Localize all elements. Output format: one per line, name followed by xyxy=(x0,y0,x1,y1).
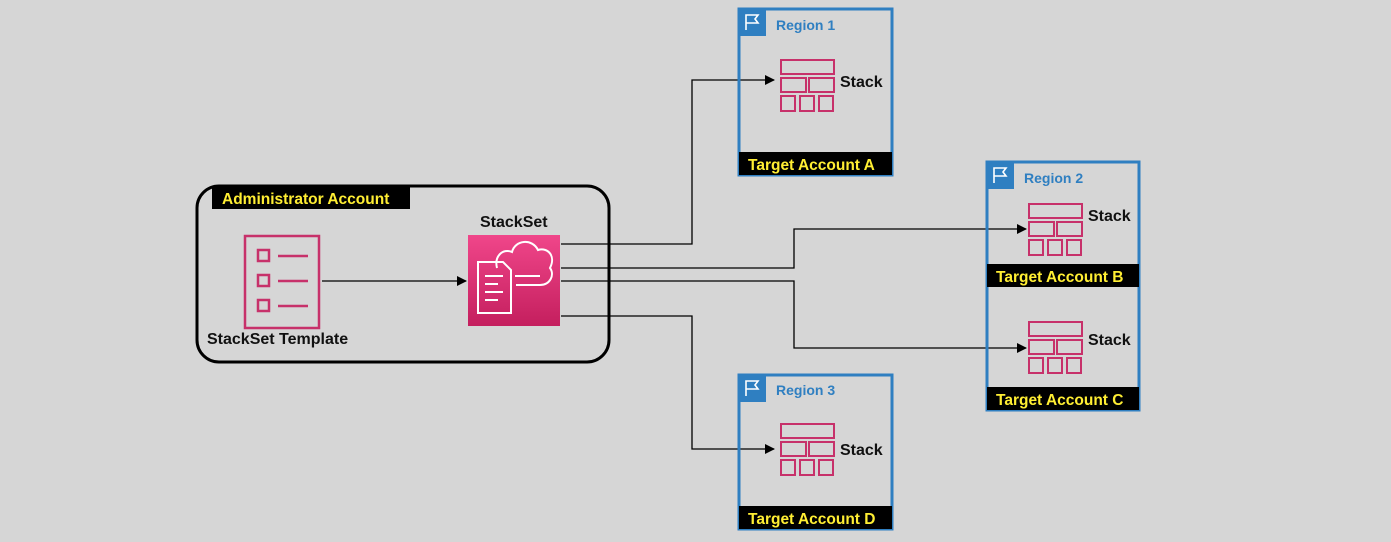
connectors xyxy=(322,75,1027,454)
administrator-account-label: Administrator Account xyxy=(222,191,389,208)
administrator-account-border xyxy=(195,184,611,364)
arrow-to-account-c xyxy=(561,280,1027,353)
arrow-to-account-a xyxy=(561,75,775,245)
target-account-a-label: Target Account A xyxy=(748,157,875,174)
region-2-label: Region 2 xyxy=(1024,170,1083,186)
target-account-c-band xyxy=(987,387,1139,410)
stackset-label: StackSet xyxy=(480,214,548,231)
target-account-d-label: Target Account D xyxy=(748,511,875,528)
region-flag-icon xyxy=(739,9,766,36)
stack-label: Stack xyxy=(1088,208,1131,225)
region-3-label: Region 3 xyxy=(776,382,835,398)
region-2-group: Region 2 Stack Target Account B Stack Ta… xyxy=(985,160,1141,412)
stackset-template-icon xyxy=(243,234,321,330)
target-account-b-band xyxy=(987,264,1139,287)
stack-icon xyxy=(780,59,835,112)
stackset-icon xyxy=(468,235,560,326)
stack-label: Stack xyxy=(1088,332,1131,349)
region-1-label: Region 1 xyxy=(776,17,835,33)
administrator-account-group: Administrator Account StackSet Template … xyxy=(195,184,611,364)
target-account-a-band xyxy=(739,152,892,175)
region-1-group: Region 1 Stack Target Account A xyxy=(737,7,894,177)
administrator-account-label-band xyxy=(212,187,410,209)
target-account-b-label: Target Account B xyxy=(996,269,1123,286)
region-3-group: Region 3 Stack Target Account D xyxy=(737,373,894,531)
region-flag-icon xyxy=(739,375,766,402)
stack-icon xyxy=(1028,321,1083,374)
stack-label: Stack xyxy=(840,442,883,459)
stack-label: Stack xyxy=(840,74,883,91)
arrow-to-account-b xyxy=(561,224,1027,269)
stack-icon xyxy=(1028,203,1083,256)
target-account-d-band xyxy=(739,506,892,529)
target-account-c-label: Target Account C xyxy=(996,392,1123,409)
stack-icon xyxy=(780,423,835,476)
stackset-template-label: StackSet Template xyxy=(207,331,348,348)
region-flag-icon xyxy=(987,162,1014,189)
arrow-to-account-d xyxy=(561,315,775,454)
